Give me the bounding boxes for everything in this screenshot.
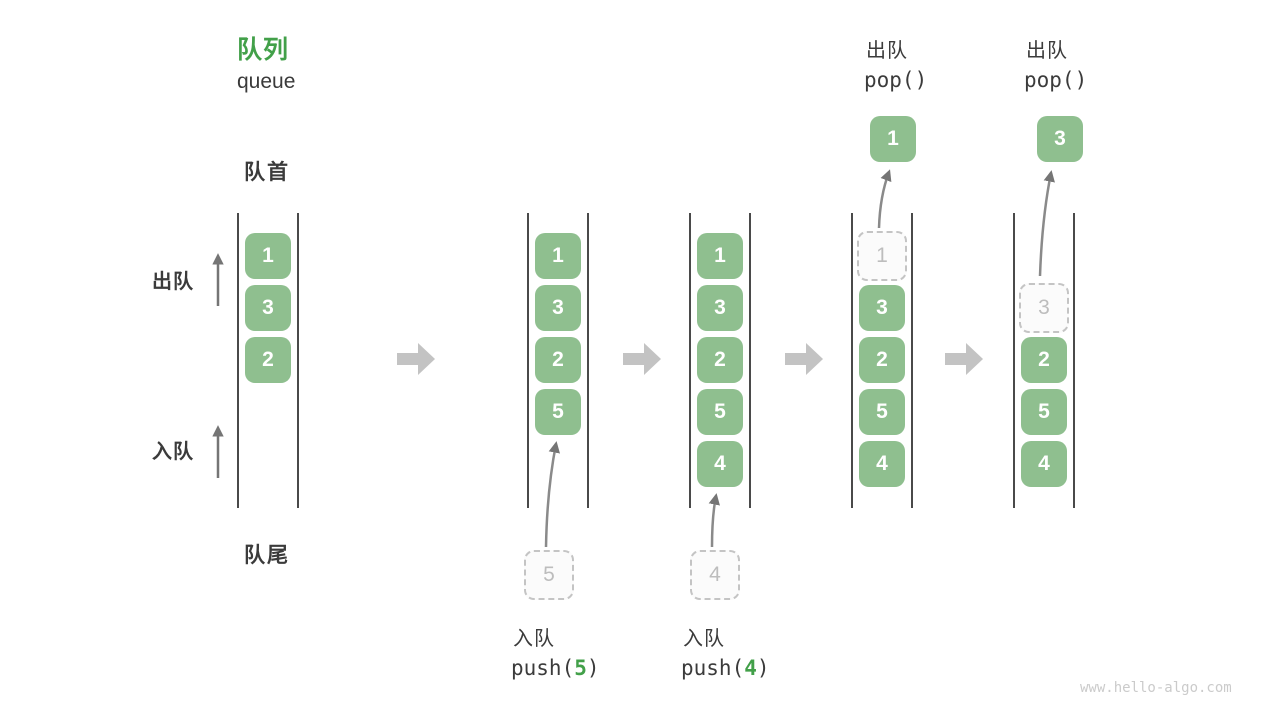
queue-item: 5 [697,389,743,435]
queue-item: 2 [535,337,581,383]
queue-item: 4 [697,441,743,487]
dequeued-item-ghost: 1 [857,231,907,281]
queue-rear-label: 队尾 [244,544,290,567]
queue-item: 2 [245,337,291,383]
queue-item: 1 [535,233,581,279]
popped-item: 3 [1037,116,1083,162]
queue-front-label: 队首 [244,161,290,184]
page-subtitle: queue [237,70,296,93]
incoming-item-ghost: 4 [690,550,740,600]
incoming-item-ghost: 5 [524,550,574,600]
queue-item: 4 [859,441,905,487]
dequeued-item-ghost: 3 [1019,283,1069,333]
queue-item: 1 [697,233,743,279]
dequeue-op-code: pop() [1024,68,1088,92]
code-prefix: push( [681,656,745,680]
dequeue-side-label: 出队 [152,271,194,293]
right-block-arrow [397,343,435,375]
right-block-arrow [945,343,983,375]
enqueue-side-label: 入队 [152,441,194,463]
enqueue-op-code: push(5) [511,656,600,680]
enqueue-arrow-5 [544,441,560,548]
code-argument: 5 [574,656,587,680]
queue-item: 5 [1021,389,1067,435]
queue-item: 1 [245,233,291,279]
dequeue-op-label: 出队 [1026,40,1068,62]
watermark: www.hello-algo.com [1080,680,1232,696]
code-argument: 4 [744,656,757,680]
queue-item: 4 [1021,441,1067,487]
popped-item: 1 [870,116,916,162]
queue-item: 3 [245,285,291,331]
queue-item: 3 [697,285,743,331]
pop-arrow-3 [1038,170,1055,277]
page-title: 队列 [237,36,290,64]
queue-item: 3 [535,285,581,331]
queue-item: 2 [859,337,905,383]
right-block-arrow [785,343,823,375]
enqueue-arrow-4 [708,493,720,548]
code-suffix: ) [586,656,600,680]
enqueue-op-label: 入队 [513,628,555,650]
enqueue-op-code: push(4) [681,656,770,680]
pop-arrow-1 [877,169,892,229]
queue-item: 3 [859,285,905,331]
queue-item: 2 [697,337,743,383]
code-prefix: push( [511,656,575,680]
code-suffix: ) [756,656,770,680]
dequeue-op-label: 出队 [866,40,908,62]
right-block-arrow [623,343,661,375]
dequeue-op-code: pop() [864,68,928,92]
queue-item: 2 [1021,337,1067,383]
queue-item: 5 [535,389,581,435]
queue-item: 5 [859,389,905,435]
queue-rails [237,213,1075,508]
enqueue-op-label: 入队 [683,628,725,650]
